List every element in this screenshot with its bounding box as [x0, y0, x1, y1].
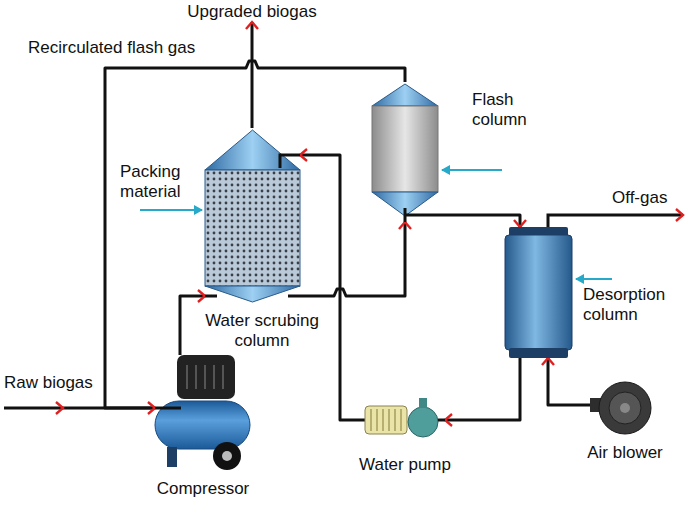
- outlet-label: Upgraded biogas: [182, 2, 322, 22]
- inlet-label: Raw biogas: [4, 373, 104, 393]
- flash-column-shape: [372, 82, 438, 222]
- pipe-connector: [438, 215, 520, 227]
- desorption-column: Desorption column: [505, 227, 572, 358]
- pipe-connector: [300, 155, 365, 420]
- flash-column: Flash column: [372, 82, 438, 222]
- equipment-label: Water scrubing column: [187, 311, 337, 352]
- compressor: Compressor: [155, 355, 250, 472]
- air-blower: Air blower: [590, 378, 652, 436]
- scrubbing-column: Water scrubing column: [205, 128, 300, 303]
- water-pump: Water pump: [365, 398, 445, 442]
- pipe-connector: [300, 222, 405, 296]
- equipment-label: Flash column: [472, 90, 544, 131]
- outlet-line: [548, 215, 683, 227]
- equipment-label: Water pump: [343, 455, 467, 475]
- leader-line: [442, 169, 502, 171]
- pipe-connector: [105, 61, 405, 408]
- leader-line: [140, 209, 202, 211]
- flow-chevron: [56, 402, 63, 414]
- part-label: Packing material: [120, 162, 205, 203]
- leader-line: [576, 278, 612, 280]
- water-pump-shape: [365, 398, 445, 442]
- air-blower-shape: [590, 378, 652, 436]
- pipe-connector: [180, 296, 205, 355]
- pipe-connector: [548, 358, 590, 405]
- flow-label: Recirculated flash gas: [28, 38, 195, 58]
- equipment-label: Air blower: [575, 443, 675, 463]
- outlet-label: Off-gas: [612, 188, 682, 208]
- compressor-shape: [155, 355, 250, 472]
- outlet-line: [251, 22, 254, 128]
- equipment-label: Compressor: [143, 479, 263, 499]
- equipment-label: Desorption column: [583, 285, 683, 326]
- scrubbing-column-shape: [205, 128, 300, 303]
- pipe-connector: [445, 358, 520, 420]
- desorption-column-shape: [505, 227, 572, 358]
